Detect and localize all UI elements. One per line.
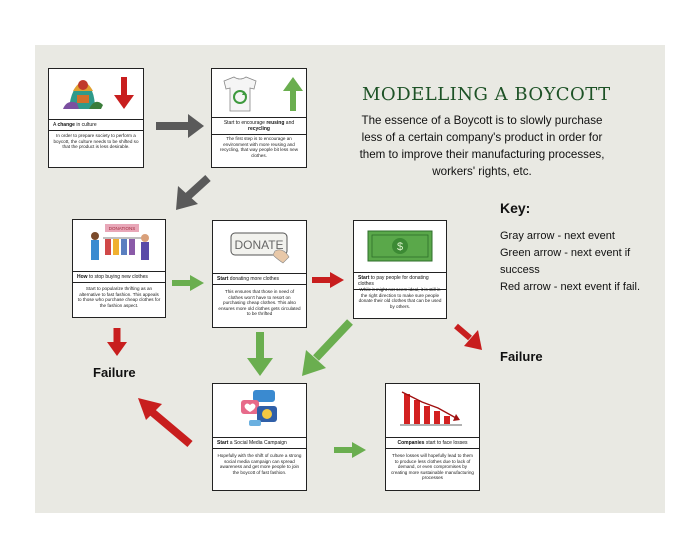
page-title: MODELLING A BOYCOTT: [362, 84, 611, 105]
card-companies-losses: Companies start to face losses These los…: [385, 383, 480, 491]
card-description: These losses will hopefully lead to them…: [391, 453, 474, 481]
failure-label-left: Failure: [93, 365, 136, 380]
gray-arrow-diagonal: [176, 175, 211, 210]
card-description: Hopefully with the shift of culture a st…: [217, 453, 302, 475]
red-arrow-right: [312, 272, 344, 288]
card-change-culture: A change in culture In order to prepare …: [48, 68, 144, 168]
red-arrow-diagonal-right: [454, 323, 482, 350]
key-green: Green arrow - next event if success: [500, 247, 631, 276]
red-arrow-up-left: [138, 398, 193, 448]
card-description: In order to prepare society to perform a…: [53, 133, 139, 150]
key-gray: Gray arrow - next event: [500, 230, 615, 242]
thrift-shop-icon: DONATIONS: [91, 224, 149, 260]
card-caption: A change in culture: [49, 119, 143, 131]
key-red: Red arrow - next event if fail.: [500, 281, 641, 293]
key-legend: Gray arrow - next event Green arrow - ne…: [500, 228, 650, 296]
decline-chart-icon: [400, 391, 462, 426]
donate-sign-text: DONATE: [234, 238, 283, 252]
recycle-shirt-icon: [223, 76, 257, 112]
red-arrow-down-left: [107, 328, 127, 356]
money-bill-icon: $: [367, 230, 433, 262]
key-title: Key:: [500, 200, 531, 216]
card-description: This ensures that those in need of cloth…: [218, 289, 301, 317]
card-pay-people: $ Start to pay people for donating cloth…: [353, 220, 447, 319]
red-down-arrow-icon: [114, 77, 134, 109]
green-arrow-diagonal: [302, 319, 353, 376]
card-description: Start to popularize thrifting as an alte…: [77, 286, 161, 308]
clothes-pile-icon: [63, 80, 103, 109]
card-description: The first step is to encourage an enviro…: [219, 136, 299, 158]
card-reusing-recycling: Start to encourage reusing and recycling…: [211, 68, 307, 168]
green-arrow-right-1: [172, 275, 204, 291]
card-caption: Start to encourage reusing and recycling: [212, 117, 306, 135]
gray-arrow-right: [156, 114, 204, 138]
card-stop-buying: DONATIONS How to stop buying new clothes…: [72, 219, 166, 318]
green-up-arrow-icon: [283, 77, 303, 111]
card-social-media: Start a Social Media Campaign Hopefully …: [212, 383, 307, 491]
green-arrow-down: [247, 332, 273, 376]
svg-text:$: $: [397, 241, 403, 253]
green-arrow-right-2: [334, 442, 366, 458]
card-caption: Start donating more clothes: [213, 273, 306, 285]
shop-sign-text: DONATIONS: [109, 226, 135, 231]
failure-label-right: Failure: [500, 349, 543, 364]
page-subtitle: The essence of a Boycott is to slowly pu…: [359, 114, 605, 178]
card-caption: Start to pay people for donating clothes: [354, 272, 446, 290]
card-donating: DONATE Start donating more clothes This …: [212, 220, 307, 328]
card-caption: How to stop buying new clothes: [73, 271, 165, 283]
chat-bubbles-icon: [241, 390, 277, 426]
card-caption: Start a Social Media Campaign: [213, 437, 306, 449]
card-caption: Companies start to face losses: [386, 437, 479, 449]
card-description: While it might not seem ideal, it is sti…: [358, 287, 442, 309]
donate-sign-icon: DONATE: [230, 232, 290, 264]
